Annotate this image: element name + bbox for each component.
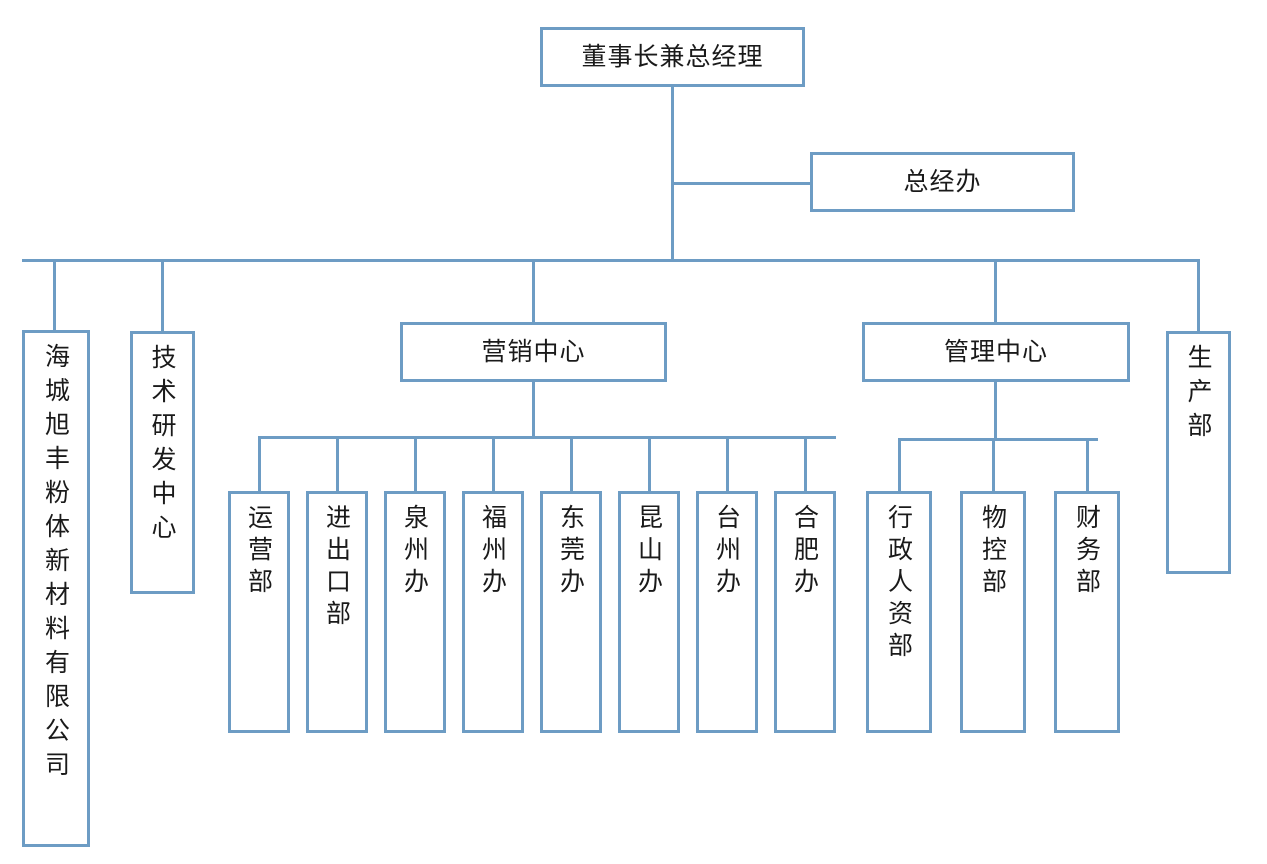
- connector-drop-management: [994, 259, 997, 323]
- connector-drop-marketing-child-2: [414, 436, 417, 491]
- connector-main-bus: [22, 259, 1200, 262]
- connector-marketing-stem: [532, 382, 535, 438]
- node-chairman-label: 董事长兼总经理: [581, 42, 764, 72]
- node-marketing-child-5[interactable]: 昆山办: [618, 491, 680, 733]
- connector-marketing-bus: [258, 436, 836, 439]
- node-marketing-child-1[interactable]: 进出口部: [306, 491, 368, 733]
- connector-drop-marketing-child-4: [570, 436, 573, 491]
- node-management-child-2[interactable]: 财务部: [1054, 491, 1120, 733]
- node-marketing-child-4-label: 东莞办: [556, 504, 586, 600]
- connector-drop-management-child-1: [992, 438, 995, 491]
- connector-drop-company: [53, 259, 56, 331]
- node-marketing-child-4[interactable]: 东莞办: [540, 491, 602, 733]
- node-marketing-child-5-label: 昆山办: [634, 504, 664, 600]
- connector-drop-management-child-2: [1086, 438, 1089, 491]
- node-marketing-child-6[interactable]: 台州办: [696, 491, 758, 733]
- node-marketing-child-7[interactable]: 合肥办: [774, 491, 836, 733]
- node-marketing-child-1-label: 进出口部: [322, 504, 352, 632]
- node-marketing-child-0-label: 运营部: [244, 504, 274, 600]
- connector-drop-marketing-child-3: [492, 436, 495, 491]
- node-production-dept[interactable]: 生产部: [1166, 331, 1231, 574]
- connector-drop-marketing-child-7: [804, 436, 807, 491]
- node-marketing-child-7-label: 合肥办: [790, 504, 820, 600]
- connector-chairman-stem: [671, 87, 674, 261]
- node-chairman[interactable]: 董事长兼总经理: [540, 27, 805, 87]
- node-company-label: 海城旭丰粉体新材料有限公司: [41, 343, 71, 785]
- node-gm-office-label: 总经办: [903, 167, 982, 197]
- node-rnd-center[interactable]: 技术研发中心: [130, 331, 195, 594]
- node-rnd-center-label: 技术研发中心: [148, 344, 177, 548]
- node-company[interactable]: 海城旭丰粉体新材料有限公司: [22, 330, 90, 847]
- connector-management-stem: [994, 382, 997, 440]
- node-gm-office[interactable]: 总经办: [810, 152, 1075, 212]
- node-management-child-2-label: 财务部: [1072, 504, 1102, 600]
- connector-drop-marketing: [532, 259, 535, 323]
- node-marketing-child-0[interactable]: 运营部: [228, 491, 290, 733]
- node-management-center[interactable]: 管理中心: [862, 322, 1130, 382]
- node-management-child-0-label: 行政人资部: [884, 504, 914, 664]
- node-production-dept-label: 生产部: [1184, 344, 1213, 446]
- connector-drop-marketing-child-1: [336, 436, 339, 491]
- node-marketing-child-3[interactable]: 福州办: [462, 491, 524, 733]
- connector-drop-marketing-child-6: [726, 436, 729, 491]
- node-management-child-1[interactable]: 物控部: [960, 491, 1026, 733]
- node-marketing-child-3-label: 福州办: [478, 504, 508, 600]
- connector-drop-production: [1197, 259, 1200, 331]
- node-management-child-1-label: 物控部: [978, 504, 1008, 600]
- node-marketing-child-2-label: 泉州办: [400, 504, 430, 600]
- node-marketing-center[interactable]: 营销中心: [400, 322, 667, 382]
- node-marketing-child-2[interactable]: 泉州办: [384, 491, 446, 733]
- connector-drop-rnd: [161, 259, 164, 331]
- connector-gm-office-branch: [671, 182, 813, 185]
- node-management-center-label: 管理中心: [943, 337, 1048, 367]
- connector-drop-marketing-child-0: [258, 436, 261, 491]
- connector-drop-marketing-child-5: [648, 436, 651, 491]
- connector-management-bus: [901, 438, 1098, 441]
- node-marketing-child-6-label: 台州办: [712, 504, 742, 600]
- connector-drop-management-child-0: [898, 438, 901, 491]
- node-marketing-center-label: 营销中心: [481, 337, 586, 367]
- node-management-child-0[interactable]: 行政人资部: [866, 491, 932, 733]
